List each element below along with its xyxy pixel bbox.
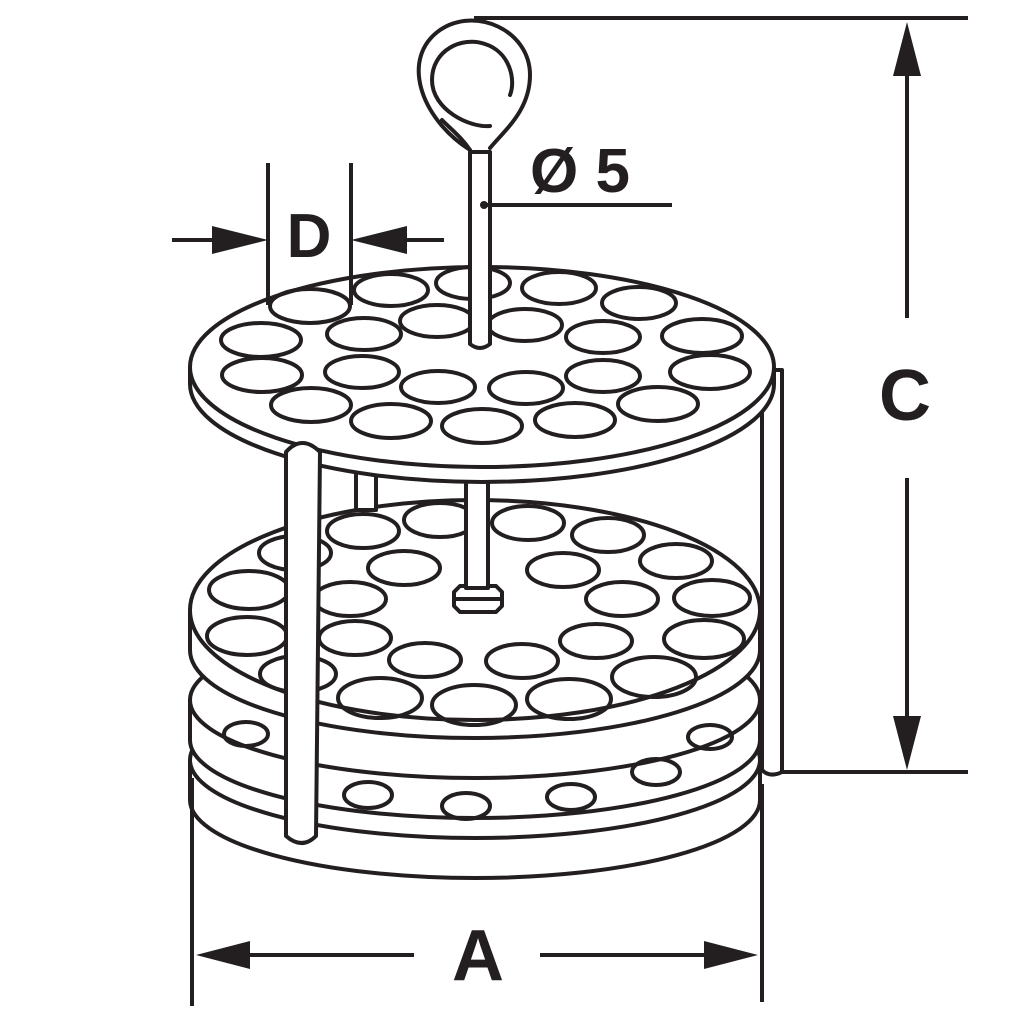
label-diameter: Ø 5 xyxy=(530,137,630,206)
label-d: D xyxy=(287,202,332,271)
arrow-a-right xyxy=(704,941,758,969)
front-support-rod xyxy=(284,441,322,845)
hanger-rod xyxy=(416,18,532,350)
diameter-leader xyxy=(480,201,672,209)
dimension-c xyxy=(474,16,968,774)
arrow-d-right xyxy=(351,226,407,254)
arrow-a-left xyxy=(196,941,250,969)
arrow-c-up xyxy=(893,22,921,76)
rear-support-rods xyxy=(354,368,784,777)
arrow-d-left xyxy=(212,226,268,254)
label-a: A xyxy=(452,916,504,996)
label-c: C xyxy=(879,356,931,436)
dimension-a xyxy=(190,778,764,1006)
arrow-c-down xyxy=(893,716,921,770)
dimension-d xyxy=(172,163,444,305)
center-rod-lower xyxy=(464,476,490,590)
